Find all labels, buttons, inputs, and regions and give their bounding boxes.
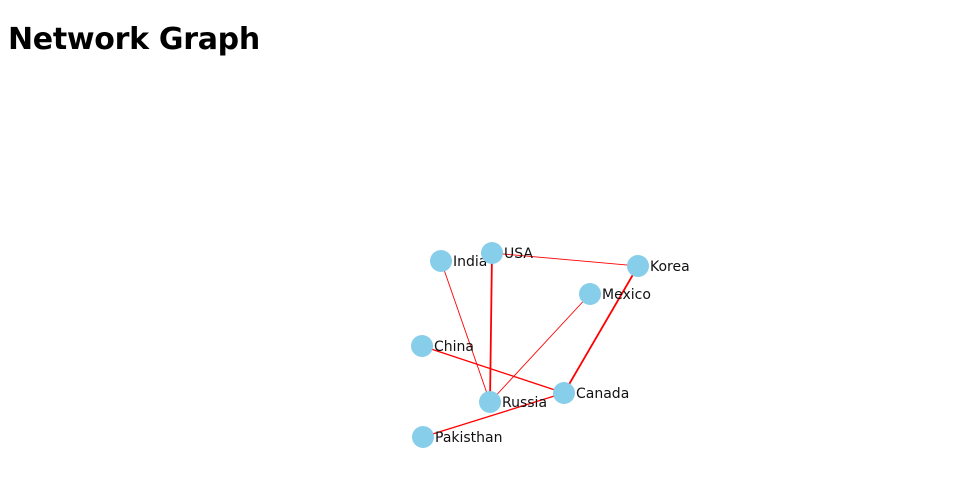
- node-usa[interactable]: USA: [481, 242, 533, 264]
- page-title: Network Graph: [8, 22, 260, 57]
- node-russia[interactable]: Russia: [479, 391, 547, 413]
- node-mexico[interactable]: Mexico: [579, 283, 651, 305]
- node-label: Korea: [650, 259, 690, 275]
- node-circle[interactable]: [481, 242, 503, 264]
- nodes-layer: India USA KoreaMexicoChinaCanadaRussiaPaki…: [411, 242, 690, 448]
- node-circle[interactable]: [430, 250, 452, 272]
- edges-layer: [421, 252, 639, 438]
- node-china[interactable]: China: [411, 335, 474, 357]
- edge-china-canada: [421, 345, 565, 394]
- edge-usa-korea: [491, 252, 639, 267]
- node-label: India: [453, 254, 487, 270]
- node-korea[interactable]: Korea: [627, 255, 690, 277]
- node-label: Mexico: [602, 287, 651, 303]
- edge-india-russia: [440, 260, 491, 403]
- node-canada[interactable]: Canada: [553, 382, 629, 404]
- edge-pakisthan-canada: [422, 392, 565, 438]
- edge-korea-canada: [563, 265, 639, 394]
- node-label: USA: [504, 246, 533, 262]
- node-circle[interactable]: [479, 391, 501, 413]
- node-label: China: [434, 339, 474, 355]
- node-circle[interactable]: [627, 255, 649, 277]
- node-india[interactable]: India: [430, 250, 487, 272]
- node-circle[interactable]: [553, 382, 575, 404]
- node-circle[interactable]: [579, 283, 601, 305]
- node-label: Russia: [502, 395, 547, 411]
- node-circle[interactable]: [412, 426, 434, 448]
- node-label: Pakisthan: [435, 430, 503, 446]
- node-pakisthan[interactable]: Pakisthan: [412, 426, 503, 448]
- node-circle[interactable]: [411, 335, 433, 357]
- edge-usa-russia: [489, 252, 493, 403]
- node-label: Canada: [576, 386, 629, 402]
- edge-mexico-russia: [489, 293, 591, 403]
